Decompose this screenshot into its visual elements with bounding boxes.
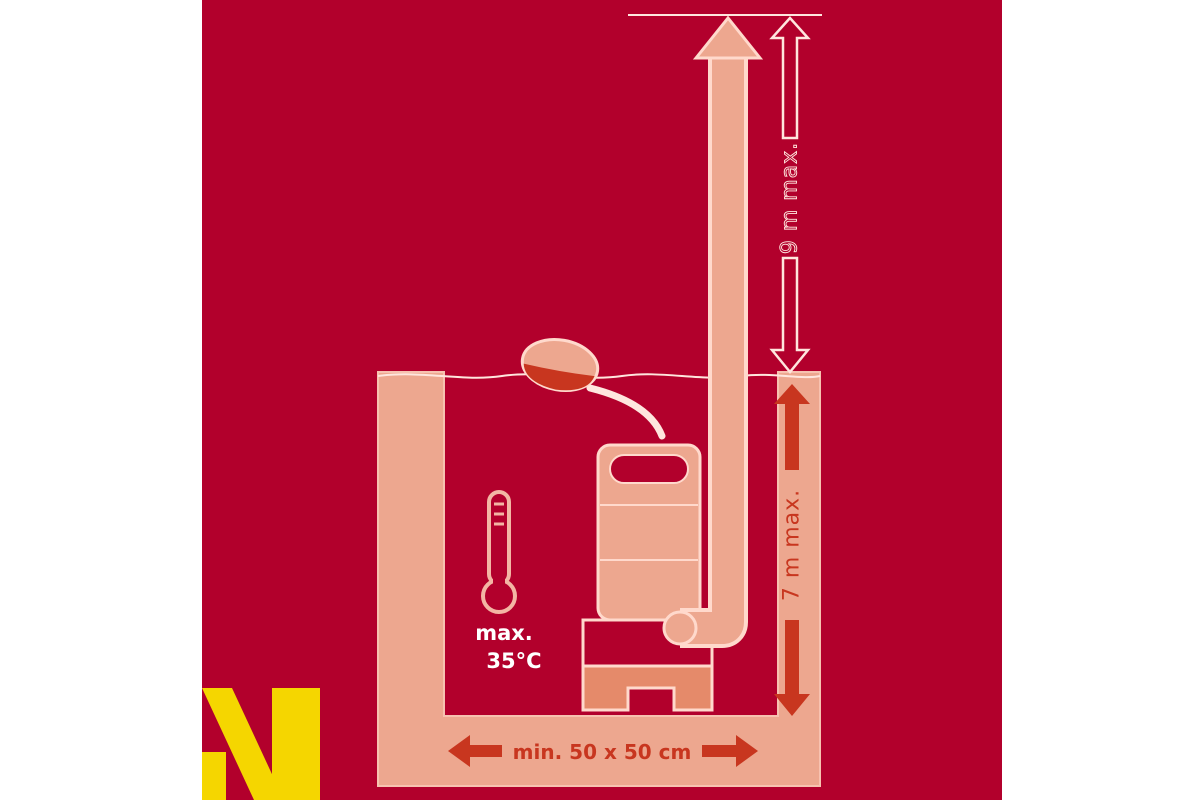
depth-dimension-arrow	[774, 384, 810, 716]
temperature-prefix: max.	[475, 621, 533, 645]
brand-logo	[202, 688, 320, 800]
temperature-value: 35°C	[486, 649, 541, 673]
installation-diagram: 9 m max. 7 m max. min. 50 x 50 cm max. 3…	[202, 0, 1002, 800]
thermometer-icon	[481, 490, 517, 614]
water-surface-line	[377, 373, 821, 379]
float-switch-icon	[520, 338, 666, 440]
height-dimension-arrow	[769, 16, 811, 374]
discharge-pipe	[662, 15, 764, 648]
shaft-size-label: min. 50 x 50 cm	[513, 740, 692, 764]
diagram-panel: 9 m max. 7 m max. min. 50 x 50 cm max. 3…	[202, 0, 1002, 800]
pump-shaft	[377, 371, 821, 787]
shaft-width-arrow	[448, 735, 758, 767]
pump-height-label: 9 m max.	[778, 142, 803, 254]
submersible-pump-icon	[581, 443, 714, 712]
immersion-depth-label: 7 m max.	[780, 489, 805, 601]
